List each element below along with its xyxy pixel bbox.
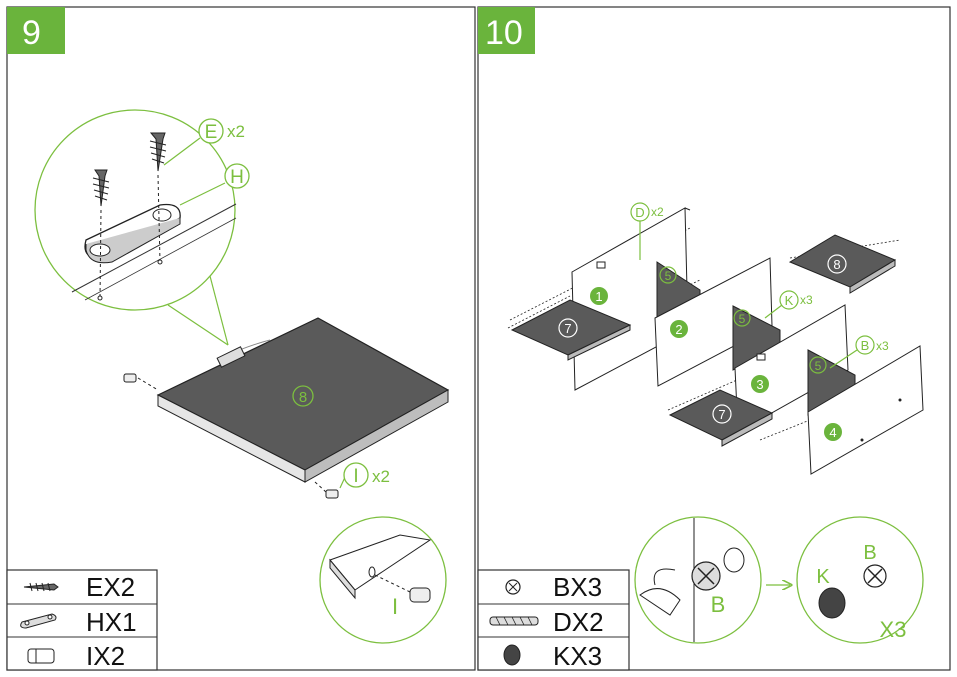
screw-icon (23, 582, 59, 592)
step-10-badge (478, 7, 535, 54)
label-e-qty: x2 (227, 122, 245, 141)
dowel-icon (27, 648, 55, 664)
side-panel-4: 4 (807, 345, 924, 475)
step-9-number: 9 (22, 14, 41, 52)
panel-1-label: 1 (595, 289, 602, 304)
detail-b-label: B (711, 592, 726, 617)
part-e-text: EX2 (86, 572, 135, 602)
detail-cover-cap: B K X3 (796, 516, 924, 644)
bracket-icon (20, 613, 57, 629)
detail-cam-lock: B (634, 516, 762, 644)
label-b: B (861, 338, 870, 353)
label-h: H (230, 167, 244, 188)
shelf-5c-label: 5 (815, 359, 822, 373)
parts-table-step-10: BX3 DX2 KX3 (477, 569, 630, 671)
wood-dowel-icon (489, 616, 539, 626)
detail-k-label: K (816, 566, 830, 588)
part-h-text: HX1 (86, 607, 137, 637)
label-d-qty: x2 (651, 205, 664, 219)
panel-8-label: 8 (299, 389, 307, 406)
screw-icon (149, 132, 167, 172)
dowel-icon (123, 373, 159, 391)
detail-dowel-insertion: I (319, 516, 447, 644)
panel-2-label: 2 (675, 322, 682, 337)
label-i-qty: x2 (372, 467, 390, 486)
screw-icon (92, 169, 110, 207)
detail-x3-label: X3 (880, 617, 907, 642)
panel-3-label: 3 (756, 377, 763, 392)
label-e-circle (198, 118, 224, 144)
panel-4-label: 4 (829, 425, 836, 440)
label-b-qty: x3 (876, 339, 889, 353)
shelf-5b-label: 5 (739, 312, 746, 326)
label-h-circle (224, 163, 250, 189)
parts-table-step-9: EX2 HX1 IX2 (6, 569, 158, 671)
detail-magnifier-bracket (34, 109, 237, 346)
detail-b2-label: B (863, 542, 876, 564)
cap-icon (503, 644, 521, 666)
part-i-text: IX2 (86, 641, 125, 671)
shelf-7-left-label: 7 (564, 321, 571, 336)
label-k-qty: x3 (800, 293, 813, 307)
cam-lock-icon (505, 579, 521, 595)
part-b-text: BX3 (553, 572, 602, 602)
shelf-7-lower: 7 (668, 389, 774, 447)
shelf-8: 8 (788, 234, 897, 294)
dowel-icon (314, 481, 339, 499)
shelf-8-label: 8 (833, 257, 840, 272)
step-9-panel: 9 (6, 6, 476, 671)
label-k: K (785, 293, 794, 308)
label-i: I (353, 466, 358, 487)
step-9-badge (7, 7, 65, 54)
step-10-number: 10 (485, 14, 523, 52)
shelf-7-left: 7 (510, 299, 632, 361)
part-d-text: DX2 (553, 607, 604, 637)
shelf-5a-label: 5 (665, 269, 672, 283)
label-d: D (635, 205, 644, 220)
part-k-text: KX3 (553, 641, 602, 671)
label-e: E (205, 122, 218, 143)
shelf-panel-8: 8 (156, 317, 450, 483)
shelf-7-lower-label: 7 (718, 407, 725, 422)
step-10-panel: 10 1 D x2 7 (477, 6, 951, 671)
detail-i-label: I (392, 594, 398, 619)
